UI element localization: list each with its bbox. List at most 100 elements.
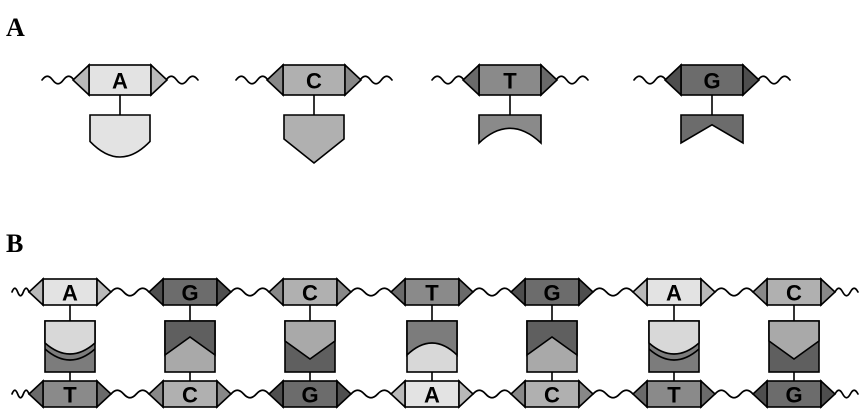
base-pair-A-T [649, 321, 699, 372]
backbone-link [473, 390, 511, 398]
backbone-link-right [360, 76, 392, 84]
nucleotide-G: G [753, 381, 835, 408]
backbone-link [835, 288, 858, 296]
nucleotide-A: A [73, 65, 167, 95]
panel-b-double-strand: ATGCCGTAGCATCG [12, 279, 858, 408]
phosphate-cap-right [337, 279, 351, 305]
phosphate-cap-left [391, 279, 405, 305]
nucleotide-T: T [633, 381, 715, 408]
nucleotide-T: T [463, 65, 557, 95]
phosphate-cap-right [701, 279, 715, 305]
phosphate-cap-left [269, 381, 283, 407]
base-C-shape [284, 115, 344, 163]
pair-column: GC [511, 279, 593, 408]
backbone-link-right [556, 76, 588, 84]
panel-b-label: B [6, 229, 23, 258]
phosphate-cap-right [743, 65, 759, 95]
backbone-link [715, 288, 753, 296]
pair-column: GC [149, 279, 231, 408]
nucleotide-C: C [511, 381, 593, 408]
backbone-link [473, 288, 511, 296]
pair-column: CG [269, 279, 351, 408]
base-pair-C-G [769, 321, 819, 372]
phosphate-cap-left [511, 279, 525, 305]
base-pair-G-C [165, 321, 215, 372]
base-letter: T [503, 69, 517, 94]
phosphate-cap-right [459, 381, 473, 407]
nucleotide-C-group: C [236, 65, 392, 163]
phosphate-cap-right [337, 381, 351, 407]
phosphate-cap-left [29, 381, 43, 407]
base-A-shape [45, 321, 95, 354]
base-pair-G-C [527, 321, 577, 372]
backbone-link [351, 288, 391, 296]
base-pair-T-A [407, 321, 457, 372]
base-letter: G [301, 383, 318, 408]
backbone-link-left [42, 76, 74, 84]
base-letter: G [703, 69, 720, 94]
phosphate-cap-left [463, 65, 479, 95]
backbone-link [231, 288, 269, 296]
backbone-link-left [634, 76, 666, 84]
nucleotide-C: C [269, 279, 351, 306]
phosphate-cap-right [151, 65, 167, 95]
base-letter: G [543, 281, 560, 306]
phosphate-cap-right [97, 381, 111, 407]
base-G-shape [681, 115, 743, 143]
phosphate-cap-left [149, 279, 163, 305]
pair-column: AT [633, 279, 715, 408]
phosphate-cap-left [267, 65, 283, 95]
backbone-link-right [758, 76, 790, 84]
backbone-link [593, 288, 633, 296]
base-letter: C [544, 383, 560, 408]
phosphate-cap-right [217, 381, 231, 407]
phosphate-cap-right [217, 279, 231, 305]
nucleotide-A: A [391, 381, 473, 408]
backbone-link [12, 390, 29, 398]
base-pair-A-T [45, 321, 95, 372]
nucleotide-T: T [391, 279, 473, 306]
phosphate-cap-left [753, 279, 767, 305]
backbone-link-right [166, 76, 198, 84]
phosphate-cap-left [29, 279, 43, 305]
phosphate-cap-left [73, 65, 89, 95]
backbone-link [12, 288, 29, 296]
backbone-link [111, 390, 149, 398]
base-letter: A [424, 383, 440, 408]
base-T-shape [479, 115, 541, 143]
nucleotide-G: G [269, 381, 351, 408]
nucleotide-T: T [29, 381, 111, 408]
pair-column: TA [391, 279, 473, 408]
pair-column: AT [29, 279, 111, 408]
backbone-link [835, 390, 858, 398]
phosphate-cap-right [821, 381, 835, 407]
nucleotide-A: A [29, 279, 111, 306]
backbone-link [231, 390, 269, 398]
base-pair-C-G [285, 321, 335, 372]
backbone-link-left [432, 76, 464, 84]
backbone-link [111, 288, 149, 296]
nucleotide-G: G [149, 279, 231, 306]
nucleotide-G-group: G [634, 65, 790, 143]
phosphate-cap-right [541, 65, 557, 95]
phosphate-cap-right [579, 279, 593, 305]
base-letter: C [786, 281, 802, 306]
base-letter: T [425, 281, 439, 306]
base-A-shape [649, 321, 699, 354]
nucleotide-T-group: T [432, 65, 588, 143]
base-letter: G [181, 281, 198, 306]
nucleotide-C: C [267, 65, 361, 95]
phosphate-cap-right [579, 381, 593, 407]
backbone-link [351, 390, 391, 398]
panel-a-label: A [6, 13, 25, 42]
phosphate-cap-right [459, 279, 473, 305]
pair-column: CG [753, 279, 835, 408]
base-letter: G [785, 383, 802, 408]
base-letter: T [63, 383, 77, 408]
phosphate-cap-right [821, 279, 835, 305]
base-letter: A [666, 281, 682, 306]
phosphate-cap-left [149, 381, 163, 407]
base-letter: T [667, 383, 681, 408]
